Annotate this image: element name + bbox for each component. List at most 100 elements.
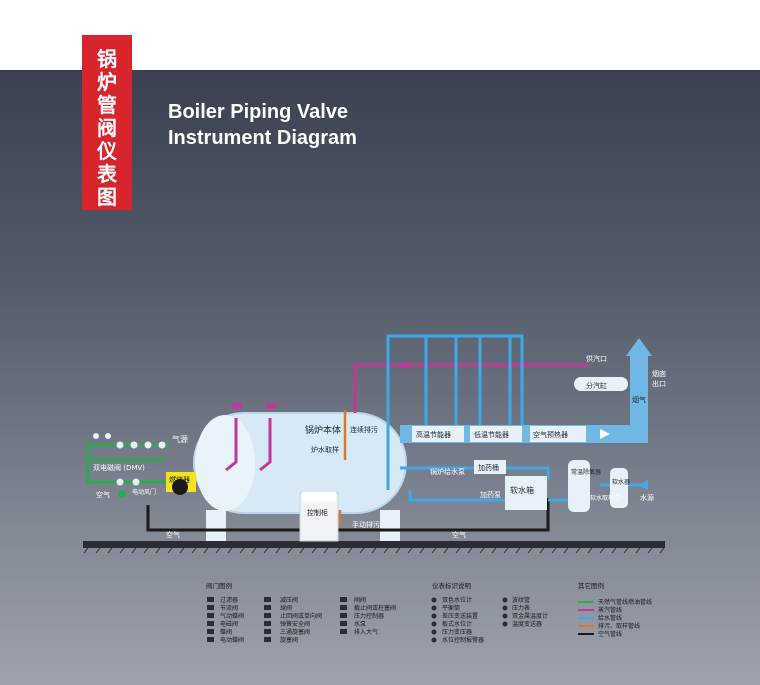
legend-item: 节流阀 [220, 604, 238, 612]
legend-item: 排污、取样管线 [598, 622, 640, 630]
legend-item: 弹簧安全阀 [280, 620, 310, 628]
label-soft-water-tank: 软水箱 [510, 485, 534, 495]
softener-tank [610, 468, 628, 508]
legend-item: 旋塞阀 [280, 636, 298, 644]
legend-item: 水位控制报警器 [442, 636, 484, 644]
steam-valves [232, 362, 526, 409]
boiler-support-right [380, 510, 400, 541]
legend-item: 三通旋塞阀 [280, 628, 310, 636]
high-temp-econ-box [412, 426, 464, 442]
label-air-bottom-left: 空气 [166, 530, 180, 539]
banner-char: 管 [97, 93, 117, 117]
legend-item: 水泵 [354, 620, 366, 628]
label-continuous-blowdown: 连续排污 [350, 425, 378, 434]
ground-base [83, 541, 665, 548]
legend-item: 蒸汽管线 [598, 606, 622, 614]
legend-item: 平衡筒 [442, 604, 460, 612]
legend-item: 截止阀或柱塞阀 [354, 604, 396, 612]
fan-icon [118, 490, 126, 498]
flue-stack [630, 356, 648, 443]
label-fan: 电动风门 [132, 488, 156, 496]
blowdown-line [338, 410, 347, 525]
label-burner: 燃烧器 [169, 475, 190, 484]
legend-item: 排入大气 [354, 628, 378, 636]
label-feed-pump: 锅炉给水泵 [430, 467, 465, 476]
label-dosing-pump: 加药泵 [480, 490, 501, 499]
label-deaerator: 常温除氧器 [571, 468, 601, 476]
banner-char: 表 [97, 162, 117, 186]
label-air-preheater: 空气预热器 [533, 430, 568, 439]
legend-item: 电磁阀 [220, 620, 238, 628]
label-control-cabinet: 控制柜 [307, 508, 328, 517]
gas-valves [93, 433, 166, 486]
chinese-title-banner: 锅 炉 管 阀 仪 表 图 [82, 35, 132, 210]
label-gas-source: 气源 [172, 434, 188, 444]
legend-item: 蝶阀 [220, 628, 232, 636]
title-line-2: Instrument Diagram [168, 127, 357, 149]
banner-char: 仪 [97, 139, 117, 163]
soft-water-tank [505, 476, 547, 510]
label-water-sampling: 炉水取样 [311, 445, 339, 454]
label-manual-blowdown: 手动排污 [352, 520, 380, 529]
legend-item: 闸阀 [354, 596, 366, 604]
label-steam-header: 分汽缸 [586, 381, 607, 390]
legend-item: 差压变送装置 [442, 612, 478, 620]
legend-item: 过滤器 [220, 596, 238, 604]
burner-fan-icon [172, 479, 188, 495]
legend-instruments: 仪表标识说明 双色水位计 平衡筒 差压变送装置 板式水位计 压力变压器 水位控制… [432, 581, 548, 644]
label-dosing-tank: 加药桶 [478, 463, 499, 472]
banner-char: 阀 [97, 116, 117, 140]
label-steam-supply-port: 供汽口 [586, 354, 607, 363]
legend-item: 温度变送器 [512, 620, 542, 628]
label-flue-outlet: 烟囱 [652, 369, 666, 378]
legend-item: 止回阀或单向阀 [280, 612, 322, 620]
air-line [146, 498, 550, 532]
banner-char: 锅 [97, 47, 117, 71]
legend-item: 压力变压器 [442, 628, 472, 636]
water-line [386, 334, 646, 502]
banner-char: 图 [97, 185, 117, 209]
legend-instruments-title: 仪表标识说明 [432, 581, 472, 590]
label-boiler-body: 锅炉本体 [305, 424, 341, 436]
legend-valves: 阀门图例 过滤器 节流阀 气动蝶阀 电磁阀 蝶阀 电动蝶阀 减压阀 球阀 止回阀… [206, 581, 396, 644]
legend-item: 空气管线 [598, 630, 622, 638]
legend-item: 减压阀 [280, 596, 298, 604]
legend-item: 板式水位计 [442, 620, 472, 628]
label-water-source: 水源 [640, 493, 654, 502]
legend-others-title: 其它图例 [578, 581, 604, 590]
legend-item: 压力控制器 [354, 612, 384, 620]
steam-header-box [574, 377, 628, 391]
legend-item: 气动蝶阀 [220, 612, 244, 620]
deaerator-tank [568, 460, 590, 512]
legend-item: 波纹管 [512, 596, 530, 604]
gas-line [86, 443, 170, 484]
legend-valve-symbols [207, 597, 347, 642]
ground-hatch [83, 547, 665, 554]
boiler-support-left [206, 510, 226, 541]
label-flue-outlet-2: 出口 [652, 379, 666, 388]
legend-item: 双金属温度计 [512, 612, 548, 620]
legend-line-swatches [578, 601, 594, 635]
legend-item: 电动蝶阀 [220, 636, 244, 644]
dosing-tank [474, 460, 506, 474]
label-air-bottom-mid: 空气 [452, 530, 466, 539]
flue-arrow [626, 338, 652, 356]
label-high-temp-econ: 高温节能器 [416, 430, 451, 439]
flow-arrow-icon [600, 429, 610, 439]
label-dual-solenoid: 双电磁阀 (DMV) [93, 463, 145, 472]
air-preheater-box [530, 426, 586, 442]
title-line-1: Boiler Piping Valve [168, 101, 349, 123]
legend-instrument-symbols [431, 597, 508, 643]
cabinet-top [302, 492, 336, 502]
legend-others: 其它图例 天然气管线燃油管线 蒸汽管线 给水管线 排污、取样管线 空气管线 [578, 581, 652, 638]
water-source-arrow [638, 480, 648, 490]
legend-item: 压力表 [512, 604, 530, 612]
legend-item: 天然气管线燃油管线 [598, 598, 652, 606]
legend-item: 给水管线 [598, 614, 622, 622]
banner-char: 炉 [97, 70, 117, 94]
label-softener: 软水器 [612, 478, 630, 486]
legend-item: 球阀 [280, 604, 292, 612]
label-air-left: 空气 [96, 490, 110, 499]
